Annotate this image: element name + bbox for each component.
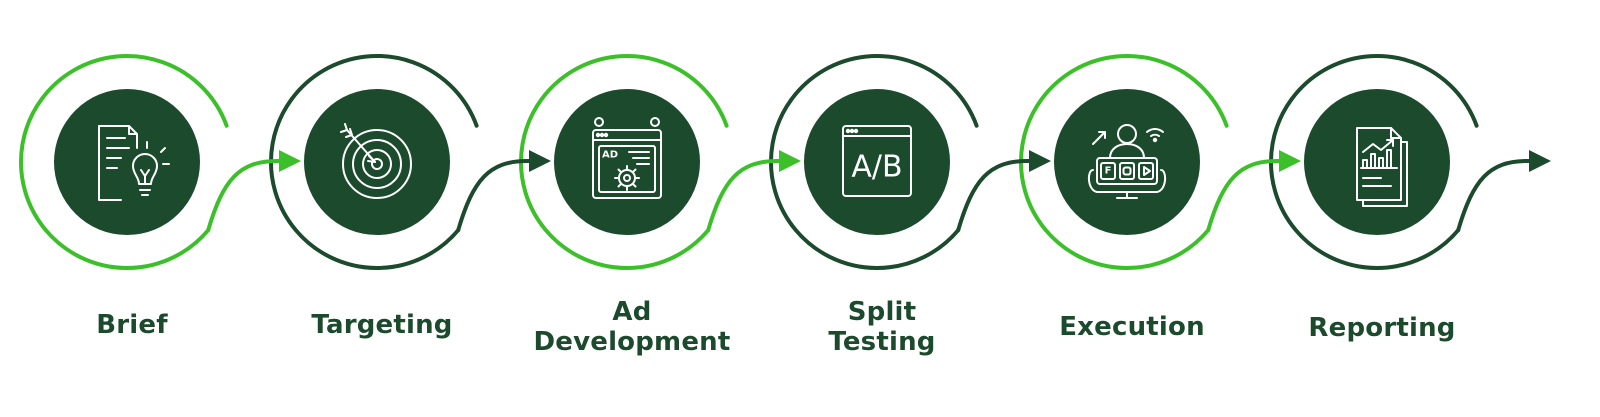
step-label-ad-development: Ad Development <box>512 297 752 357</box>
step-label-line: Testing <box>828 327 936 357</box>
step-disc <box>554 89 700 235</box>
step-label-split-testing: Split Testing <box>762 297 1002 357</box>
arrows-layer <box>206 150 1551 233</box>
connector-line <box>206 159 283 233</box>
connector-line <box>706 159 783 233</box>
svg-text:A/B: A/B <box>851 150 902 185</box>
arrow-head <box>1279 150 1301 172</box>
step-label-targeting: Targeting <box>262 310 502 340</box>
step-label-line: Targeting <box>311 310 453 340</box>
step-disc <box>804 89 950 235</box>
connector-line <box>456 159 533 233</box>
step-label-line: Ad <box>612 297 652 327</box>
step-disc <box>54 89 200 235</box>
step-ring <box>769 53 979 270</box>
connector-line <box>1206 159 1283 233</box>
brief-idea-icon <box>98 125 170 201</box>
step-label-line: Execution <box>1059 312 1205 342</box>
connector-line <box>956 159 1033 233</box>
arrow-head <box>1029 150 1051 172</box>
step-ring <box>19 53 229 270</box>
arrow-head <box>1529 150 1551 172</box>
arrow-head <box>279 150 301 172</box>
step-ring <box>519 53 729 270</box>
arrow-head <box>779 150 801 172</box>
step-label-line: Split <box>847 297 917 327</box>
execution-icon: F <box>1087 124 1167 199</box>
step-disc <box>304 89 450 235</box>
rings-layer <box>19 53 1479 270</box>
arrow-head <box>529 150 551 172</box>
split-test-icon: A/B <box>842 125 912 197</box>
step-label-line: Brief <box>96 310 168 340</box>
step-label-reporting: Reporting <box>1262 313 1502 343</box>
step-label-line: Reporting <box>1308 313 1456 343</box>
svg-text:AD: AD <box>602 150 618 161</box>
step-label-execution: Execution <box>1012 312 1252 342</box>
step-ring <box>269 53 479 270</box>
step-ring <box>1019 53 1229 270</box>
connector-line <box>1456 159 1533 233</box>
ad-development-icon: AD <box>592 117 662 199</box>
step-label-line: Development <box>533 327 731 357</box>
discs-layer: AD A/B F <box>54 89 1450 235</box>
step-disc <box>1304 89 1450 235</box>
target-icon <box>340 123 412 199</box>
step-label-brief: Brief <box>12 310 252 340</box>
step-ring <box>1269 53 1479 270</box>
reporting-icon <box>1356 127 1408 207</box>
svg-text:F: F <box>1105 166 1112 177</box>
